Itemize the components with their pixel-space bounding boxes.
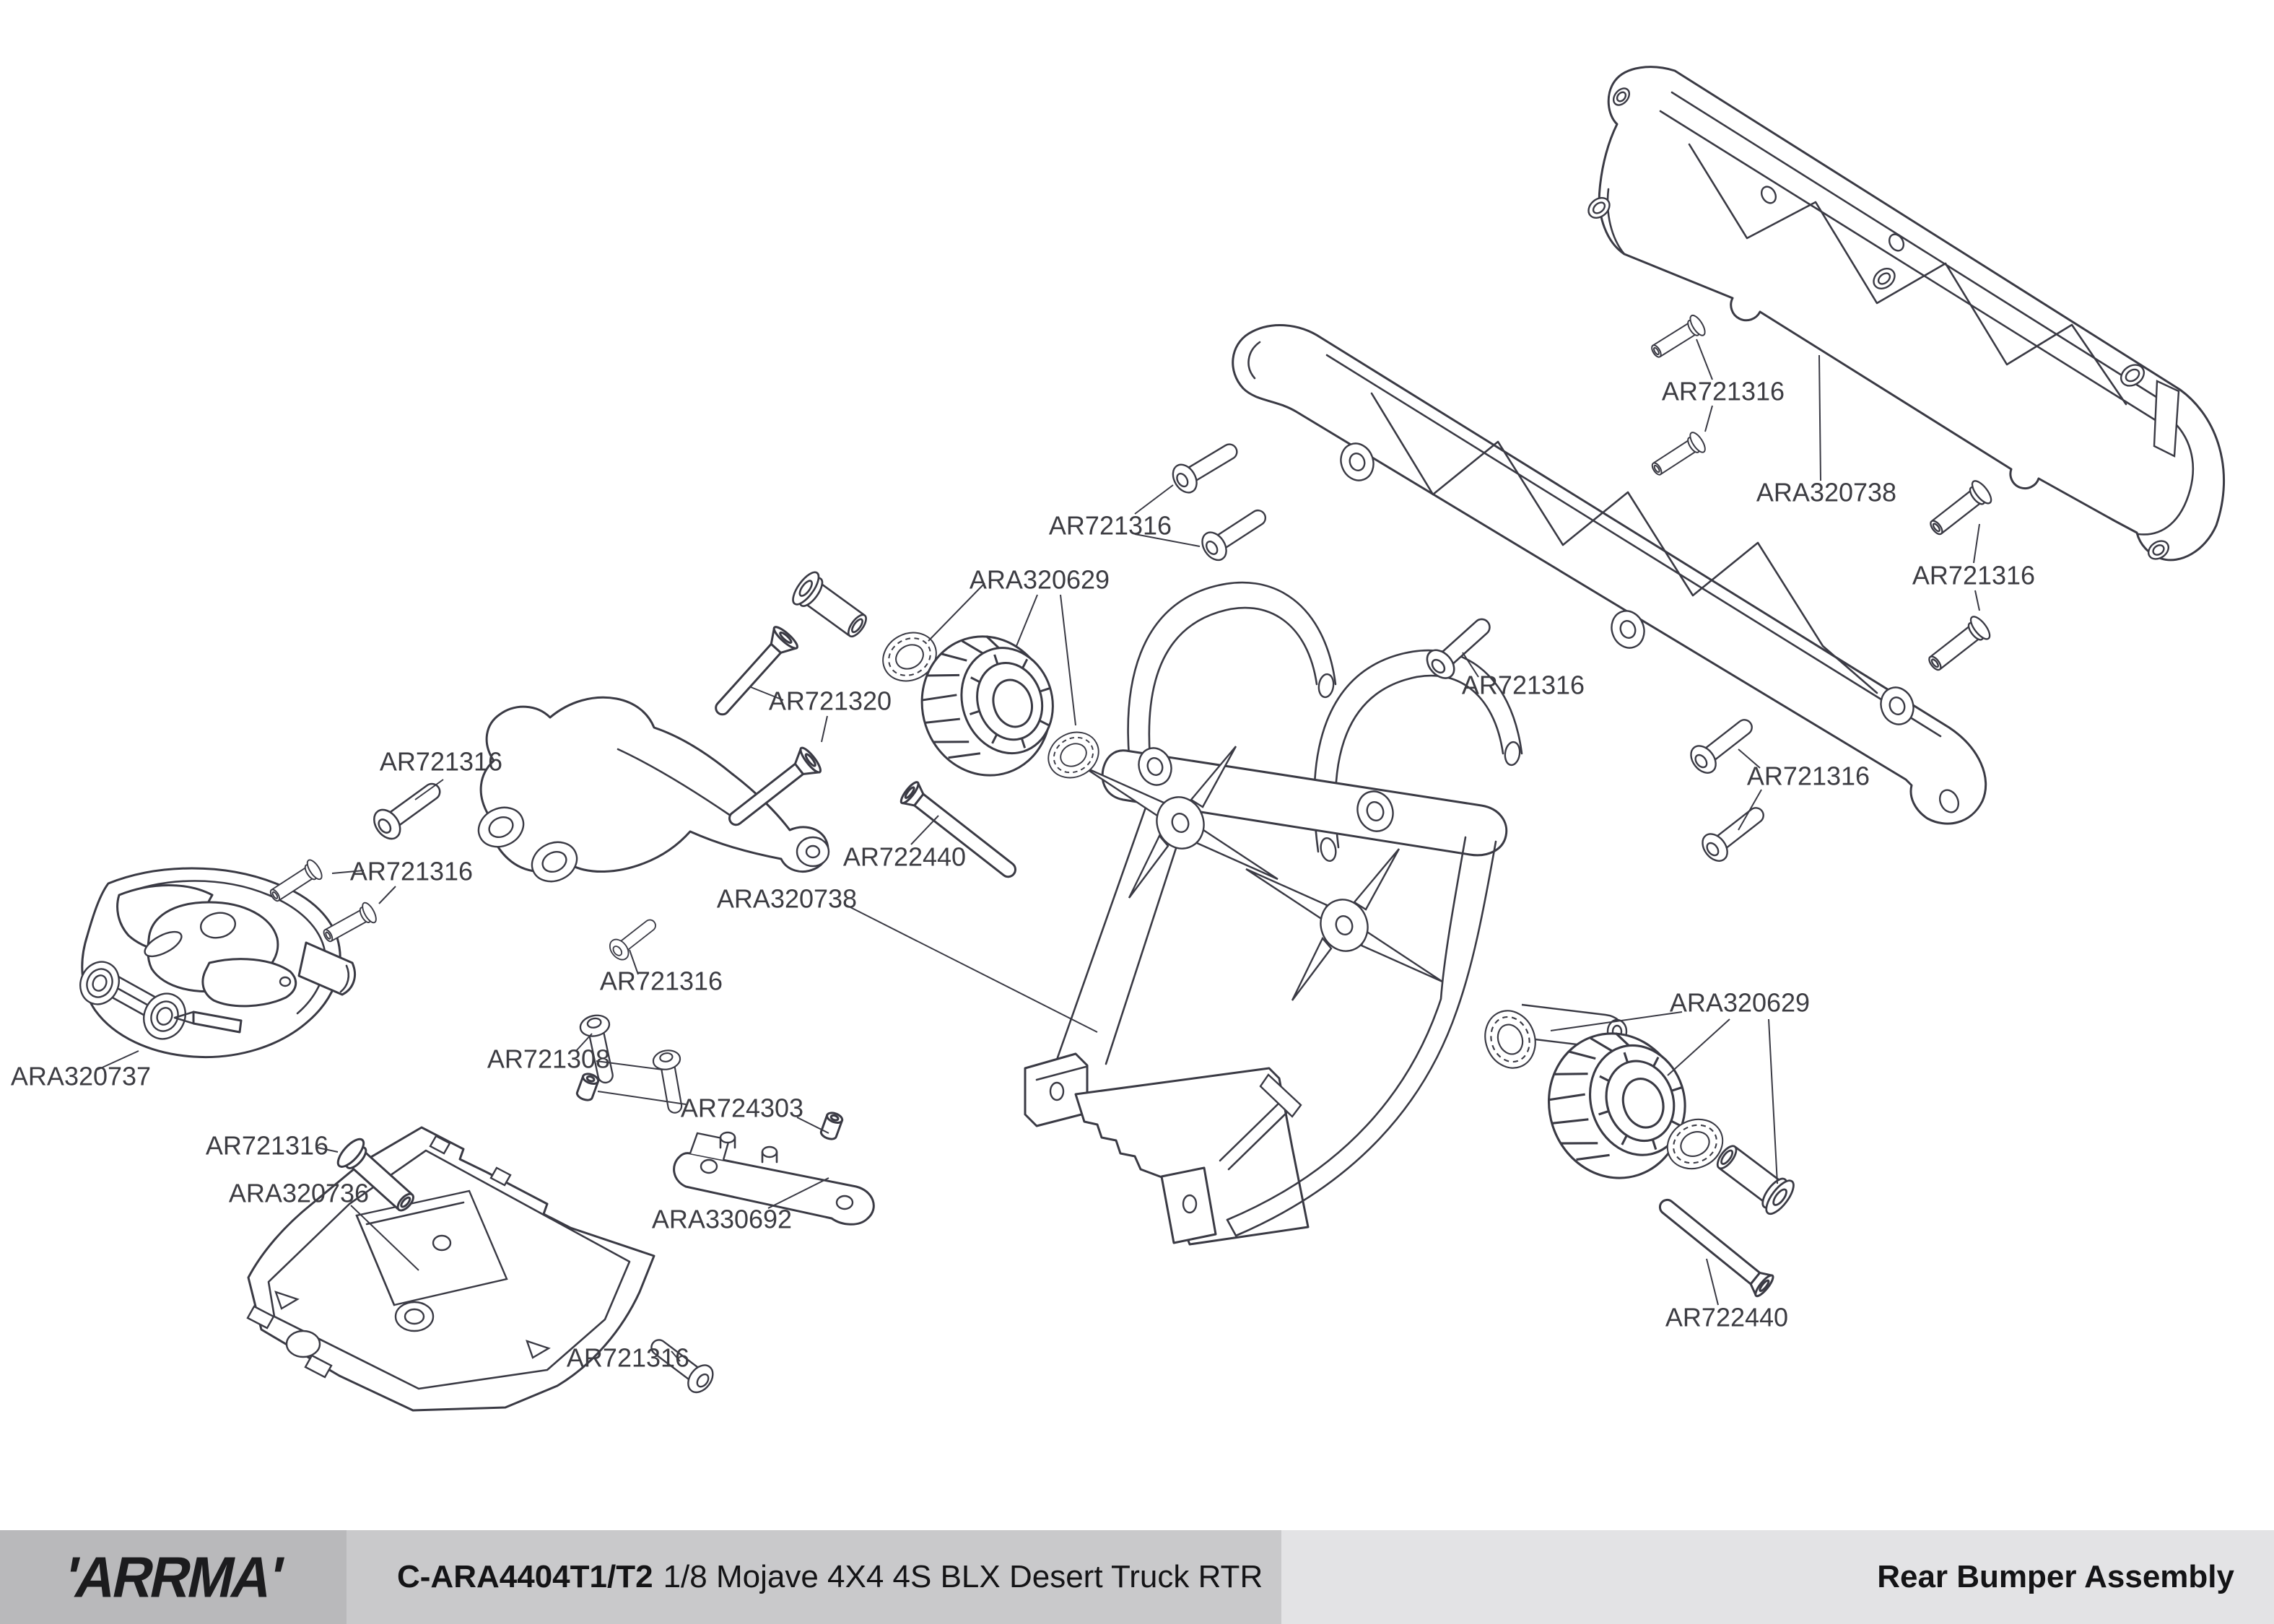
part-axle-carrier <box>79 867 356 1059</box>
document-code: C-ARA4404T1/T2 <box>397 1559 653 1594</box>
part-label: AR722440 <box>1665 1303 1788 1332</box>
part-label: AR721316 <box>567 1343 689 1373</box>
part-label: AR721316 <box>1912 561 2035 590</box>
screw-rear-view <box>1922 613 1994 678</box>
part-label: ARA320736 <box>229 1179 369 1208</box>
bushing <box>787 567 874 646</box>
button-head-screw <box>1167 434 1245 498</box>
part-label: AR721316 <box>1662 377 1785 406</box>
hinge-pin-screw <box>1652 1191 1777 1300</box>
part-label: ARA330692 <box>652 1205 792 1234</box>
part-label: AR721316 <box>350 857 473 886</box>
sheet-title: Rear Bumper Assembly <box>1877 1559 2234 1594</box>
brand-logo-cell: 'ARRMA' <box>0 1530 347 1624</box>
spiked-axle-boss <box>1082 746 1278 899</box>
set-screw <box>819 1109 845 1143</box>
part-label: AR721320 <box>769 686 892 716</box>
screw-rear-view <box>1647 429 1709 481</box>
part-rear-bumper-beam <box>1232 324 1987 825</box>
part-label: AR721316 <box>380 747 502 777</box>
part-brace-plate <box>673 1131 875 1226</box>
part-label: AR721316 <box>206 1131 328 1161</box>
part-label: AR721316 <box>1049 511 1172 541</box>
part-skid-plate <box>246 1126 655 1412</box>
sheet-title-cell: Rear Bumper Assembly <box>1281 1530 2274 1624</box>
ball-bearing <box>1040 722 1107 787</box>
part-label: ARA320629 <box>1670 988 1810 1018</box>
bushing <box>1709 1136 1800 1219</box>
document-title-cell: C-ARA4404T1/T2 1/8 Mojave 4X4 4S BLX Des… <box>347 1530 1281 1624</box>
button-head-screw <box>605 912 662 964</box>
part-label: AR724303 <box>681 1093 803 1123</box>
screw-rear-view <box>1924 477 1995 542</box>
part-label: AR721316 <box>1462 671 1585 700</box>
part-rear-bumper-upper-plate <box>1587 66 2226 562</box>
part-suspension-arm <box>477 696 830 883</box>
leader-lines <box>97 339 1980 1362</box>
part-label: AR722440 <box>843 842 966 872</box>
screw-rear-view <box>1647 312 1709 364</box>
part-label: ARA320738 <box>1756 478 1896 507</box>
document-title: 1/8 Mojave 4X4 4S BLX Desert Truck RTR <box>663 1559 1263 1594</box>
part-label: ARA320629 <box>970 565 1110 595</box>
part-wheelie-bar-frame <box>1024 581 1628 1246</box>
button-head-screw <box>1696 798 1772 867</box>
part-label: AR721316 <box>600 966 723 996</box>
set-screw <box>575 1070 601 1104</box>
arrma-logo: 'ARRMA' <box>58 1545 288 1610</box>
button-head-screw <box>1196 500 1273 566</box>
callout-labels: AR721316 ARA320738 AR721316 AR721316 ARA… <box>11 377 2035 1373</box>
footer-bar: 'ARRMA' C-ARA4404T1/T2 1/8 Mojave 4X4 4S… <box>0 1530 2274 1624</box>
part-label: ARA320738 <box>717 884 857 914</box>
part-label: AR721316 <box>1747 761 1870 791</box>
part-label: AR721308 <box>487 1044 610 1074</box>
part-label: ARA320737 <box>11 1062 151 1091</box>
spiked-axle-boss <box>1245 848 1443 1001</box>
